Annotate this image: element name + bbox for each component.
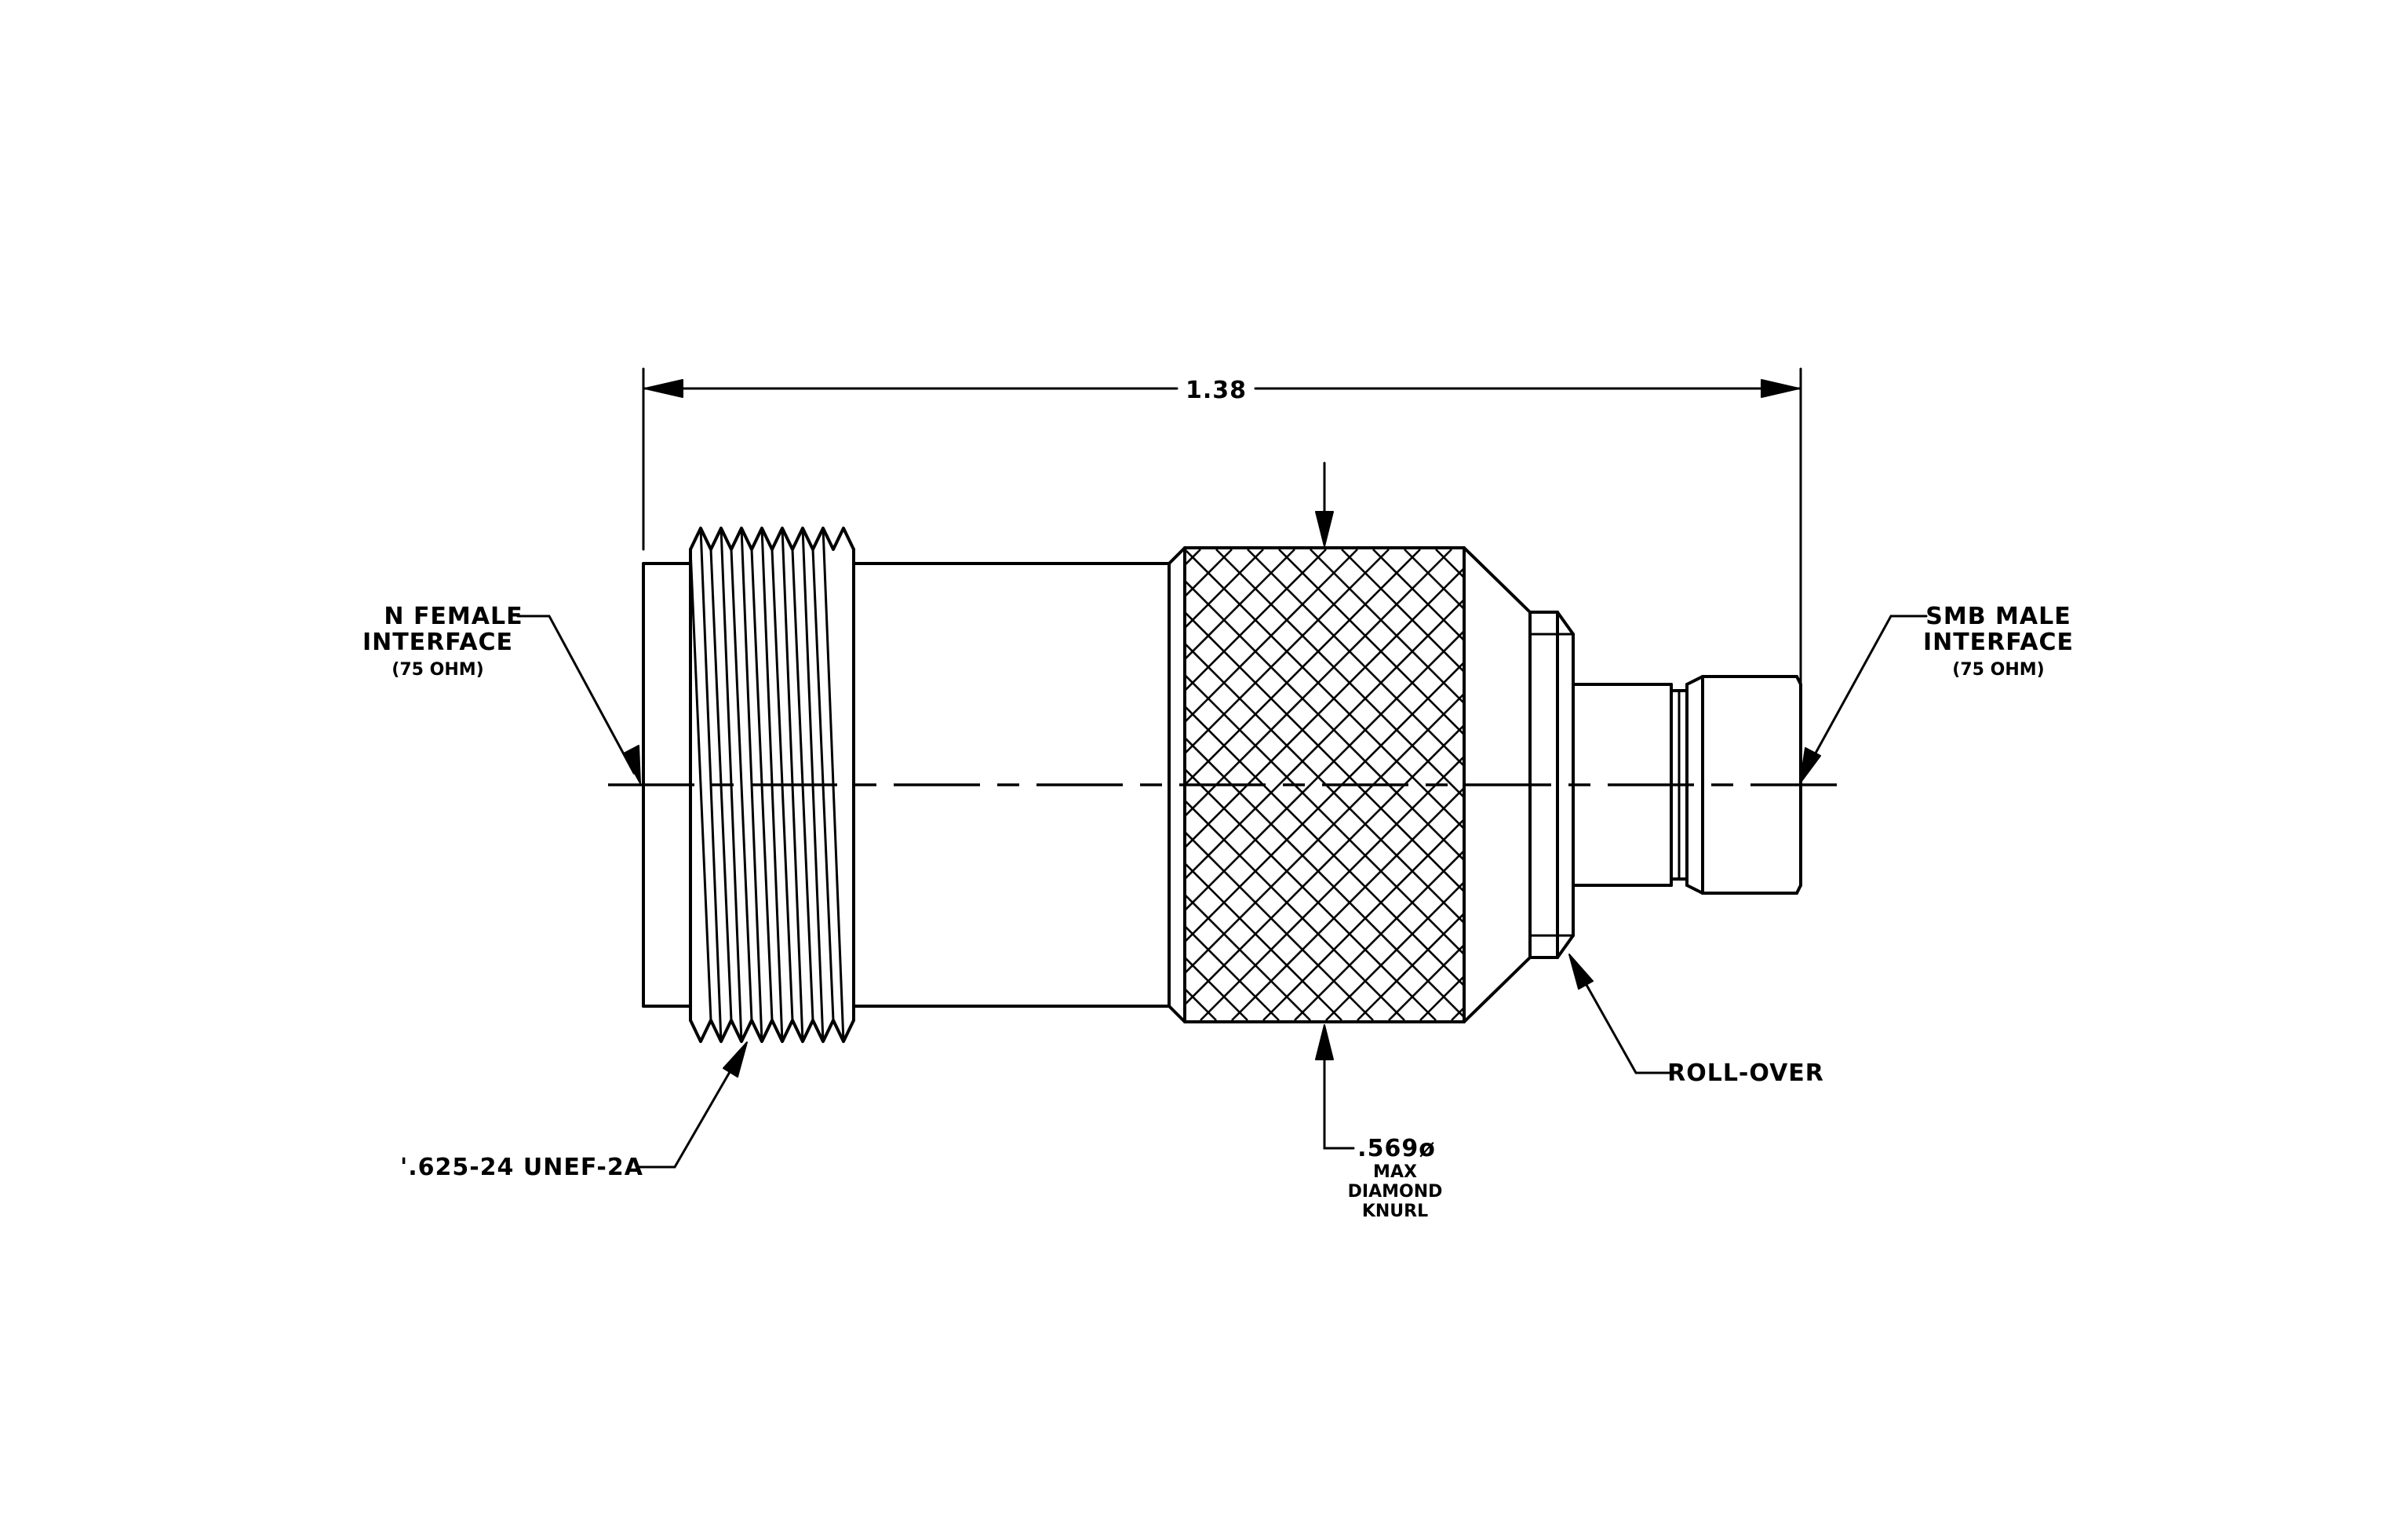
overall-length-label: 1.38: [1186, 377, 1247, 404]
knurl-bottom-arrow: [1315, 1024, 1334, 1060]
dimension-arrow-right: [1761, 379, 1800, 398]
knurl-top-arrow: [1315, 511, 1334, 547]
n-female-callout: N FEMALE INTERFACE (75 OHM): [362, 603, 641, 784]
smb-male-callout: SMB MALE INTERFACE (75 OHM): [1799, 603, 2074, 784]
thread-crest-top: [689, 527, 855, 551]
thread-helix-lines: [689, 527, 845, 1043]
knurl-knurl: KNURL: [1362, 1202, 1428, 1221]
middle-barrel: [852, 562, 1171, 1008]
knurl-bottom-leader: [1323, 1028, 1355, 1150]
knurl-callout: .569ø MAX DIAMOND KNURL: [1315, 461, 1443, 1221]
rollover-label: ROLL-OVER: [1667, 1060, 1824, 1087]
knurl-max: MAX: [1373, 1162, 1417, 1182]
thread-label: '.625-24 UNEF-2A: [400, 1154, 643, 1181]
smb-male-section: [1572, 675, 1802, 895]
dimension-arrow-left: [644, 379, 683, 398]
n-female-line1: N FEMALE: [384, 603, 523, 630]
thread-crest-bottom: [689, 1019, 855, 1043]
n-female-front-body: [642, 562, 692, 1008]
knurl-diameter: .569ø: [1357, 1135, 1436, 1162]
overall-length-dimension: 1.38: [642, 367, 1802, 684]
smb-male-arrow: [1799, 747, 1821, 784]
smb-male-line1: SMB MALE: [1925, 603, 2071, 630]
thread-section: [689, 527, 855, 1043]
thread-callout: '.625-24 UNEF-2A: [400, 1041, 748, 1181]
taper-and-rollover: [1463, 546, 1575, 1023]
n-female-arrow: [623, 745, 641, 784]
rollover-arrow: [1568, 954, 1594, 990]
n-female-line2: INTERFACE: [362, 629, 513, 656]
smb-male-line3: (75 OHM): [1952, 660, 2044, 680]
knurl-body: [1168, 546, 1466, 1023]
n-female-line3: (75 OHM): [392, 660, 483, 680]
rollover-callout: ROLL-OVER: [1568, 954, 1824, 1087]
knurl-diamond: DIAMOND: [1348, 1182, 1443, 1202]
smb-male-line2: INTERFACE: [1923, 629, 2074, 656]
diamond-knurl-pattern: [1185, 549, 1464, 1021]
thread-arrow: [723, 1041, 748, 1078]
